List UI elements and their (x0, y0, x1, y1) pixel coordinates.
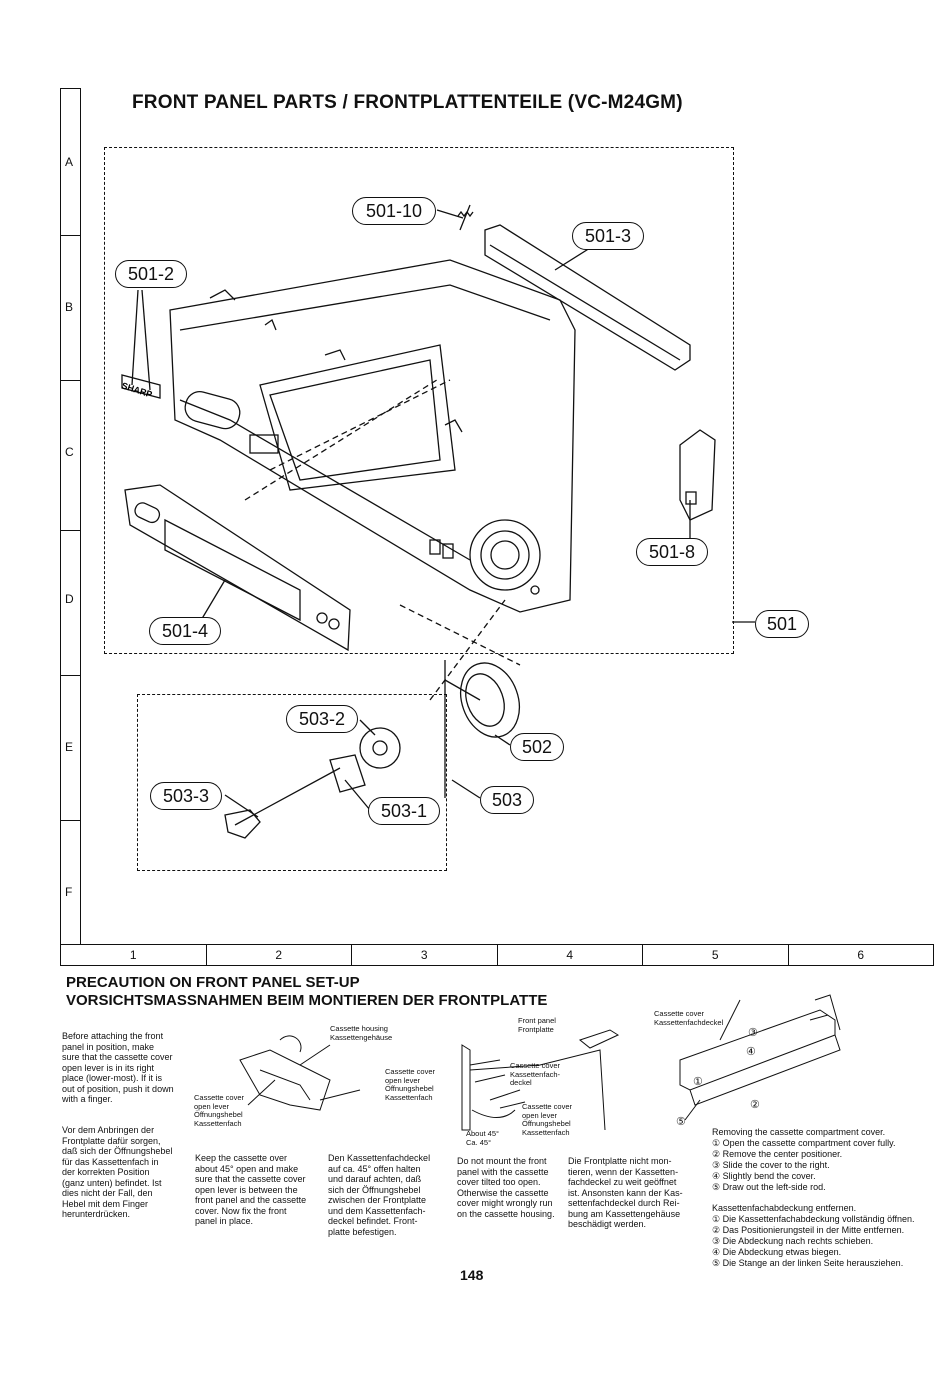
removing-step-en-5: ⑤ Draw out the left-side rod. (712, 1182, 826, 1192)
knob-assembly-box (137, 694, 447, 871)
precaution-text-en-1: Before attaching the front panel in posi… (62, 1031, 174, 1104)
row-divider (60, 530, 81, 531)
removing-step-de-5: ⑤ Die Stange an der linken Seite herausz… (712, 1258, 904, 1268)
step-mark-1: ① (693, 1076, 703, 1088)
step-mark-5: ⑤ (676, 1116, 686, 1128)
removing-title-de: Kassettenfachabdeckung entfernen. (712, 1203, 857, 1213)
column-label-4: 4 (498, 945, 643, 965)
row-label-c: C (65, 445, 74, 459)
removing-step-en-2: ② Remove the center positioner. (712, 1149, 843, 1159)
column-label-1: 1 (61, 945, 207, 965)
column-label-5: 5 (643, 945, 789, 965)
removing-step-de-4: ④ Die Abdeckung etwas biegen. (712, 1247, 842, 1257)
precaution-text-de-2: Den Kassettenfachdeckel auf ca. 45° offe… (328, 1153, 431, 1237)
step-mark-2: ② (750, 1099, 760, 1111)
label-cassette-cover-2: Cassette cover Kassettenfachdeckel (654, 1009, 724, 1027)
label-cassette-cover-open-lever-3: Cassette cover open lever Öffnungshebel … (522, 1102, 573, 1137)
callout-501-4: 501-4 (149, 617, 221, 645)
column-label-6: 6 (857, 948, 865, 962)
removing-step-en-3: ③ Slide the cover to the right. (712, 1160, 830, 1170)
removing-step-de-3: ③ Die Abdeckung nach rechts schieben. (712, 1236, 874, 1246)
row-divider (60, 820, 81, 821)
callout-503: 503 (480, 786, 534, 814)
row-divider (60, 380, 81, 381)
row-label-a: A (65, 155, 74, 169)
precaution-text-en-3: Do not mount the front panel with the ca… (457, 1156, 555, 1219)
column-label-3: 3 (352, 945, 498, 965)
row-label-f: F (65, 885, 73, 899)
column-grid-bar: 1 2 3 4 5 6 (60, 944, 934, 966)
removing-title-en: Removing the cassette compartment cover. (712, 1127, 886, 1137)
row-label-b: B (65, 300, 74, 314)
step-mark-4: ④ (746, 1046, 756, 1058)
callout-502: 502 (510, 733, 564, 761)
callout-503-1: 503-1 (368, 797, 440, 825)
callout-503-2: 503-2 (286, 705, 358, 733)
precaution-text-de-3: Die Frontplatte nicht mon- tieren, wenn … (568, 1156, 683, 1229)
page-number: 148 (460, 1267, 484, 1283)
callout-501-2: 501-2 (115, 260, 187, 288)
step-mark-3: ③ (748, 1027, 758, 1039)
label-cassette-housing: Cassette housing Kassettengehäuse (330, 1024, 393, 1042)
label-about-45: About 45° Ca. 45° (466, 1129, 500, 1147)
removing-step-de-2: ② Das Positionierungsteil in der Mitte e… (712, 1225, 905, 1235)
column-label-2: 2 (207, 945, 352, 965)
callout-501-3: 501-3 (572, 222, 644, 250)
callout-501: 501 (755, 610, 809, 638)
row-divider (60, 235, 81, 236)
removing-step-en-4: ④ Slightly bend the cover. (712, 1171, 816, 1181)
label-cassette-cover-open-lever-2: Cassette cover open lever Öffnungshebel … (385, 1067, 436, 1102)
callout-501-10: 501-10 (352, 197, 436, 225)
label-front-panel: Front panel Frontplatte (518, 1016, 556, 1034)
front-panel-assembly-box (104, 147, 734, 654)
precaution-text-en-2: Keep the cassette over about 45° open an… (195, 1153, 307, 1226)
removing-step-en-1: ① Open the cassette compartment cover fu… (712, 1138, 896, 1148)
front-panel-exploded-drawing: SHARP (120, 204, 755, 839)
page-title: FRONT PANEL PARTS / FRONTPLATTENTEILE (V… (132, 92, 683, 113)
label-cassette-cover-open-lever: Cassette cover open lever Öffnungshebel … (194, 1093, 245, 1128)
label-cassette-cover: Cassette cover Kassettenfach- deckel (510, 1061, 561, 1087)
row-label-d: D (65, 592, 74, 606)
removing-step-de-1: ① Die Kassettenfachabdeckung vollständig… (712, 1214, 915, 1224)
callout-503-3: 503-3 (150, 782, 222, 810)
precaution-heading-de: VORSICHTSMASSNAHMEN BEIM MONTIEREN DER F… (66, 992, 548, 1009)
precaution-text-de-1: Vor dem Anbringen der Frontplatte dafür … (62, 1125, 173, 1219)
callout-501-8: 501-8 (636, 538, 708, 566)
row-divider (60, 675, 81, 676)
row-label-e: E (65, 740, 74, 754)
precaution-heading-en: PRECAUTION ON FRONT PANEL SET-UP (66, 974, 360, 991)
